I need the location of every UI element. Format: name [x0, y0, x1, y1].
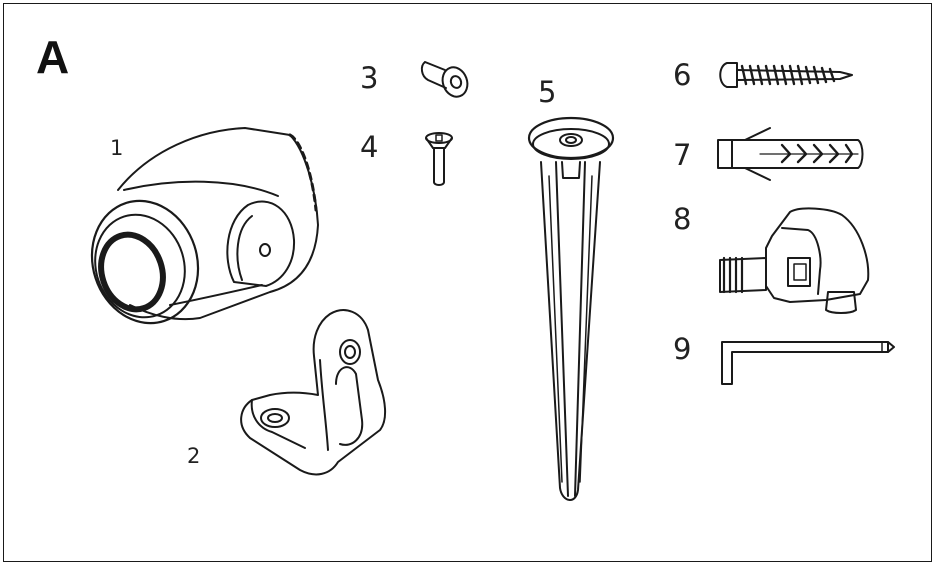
- flat-head-screw-icon: [425, 132, 453, 186]
- part-label-3: 3: [360, 61, 379, 95]
- diagram-frame: [3, 3, 932, 562]
- wall-plug-icon: [717, 127, 864, 181]
- short-screw-icon: [420, 61, 469, 98]
- part-label-1: 1: [110, 136, 124, 160]
- part-label-9: 9: [673, 332, 692, 366]
- hex-key-icon: [721, 341, 895, 385]
- part-label-7: 7: [673, 138, 692, 172]
- mounting-bracket-icon: [240, 309, 386, 476]
- cable-connector-icon: [719, 207, 870, 314]
- camera-body-icon: [90, 127, 319, 325]
- part-label-5: 5: [538, 75, 557, 109]
- ground-spike-icon: [527, 116, 615, 501]
- part-label-4: 4: [360, 130, 379, 164]
- part-label-8: 8: [673, 202, 692, 236]
- part-label-2: 2: [187, 444, 201, 468]
- diagram-title: A: [36, 31, 70, 83]
- part-label-6: 6: [673, 58, 692, 92]
- wood-screw-icon: [719, 62, 853, 88]
